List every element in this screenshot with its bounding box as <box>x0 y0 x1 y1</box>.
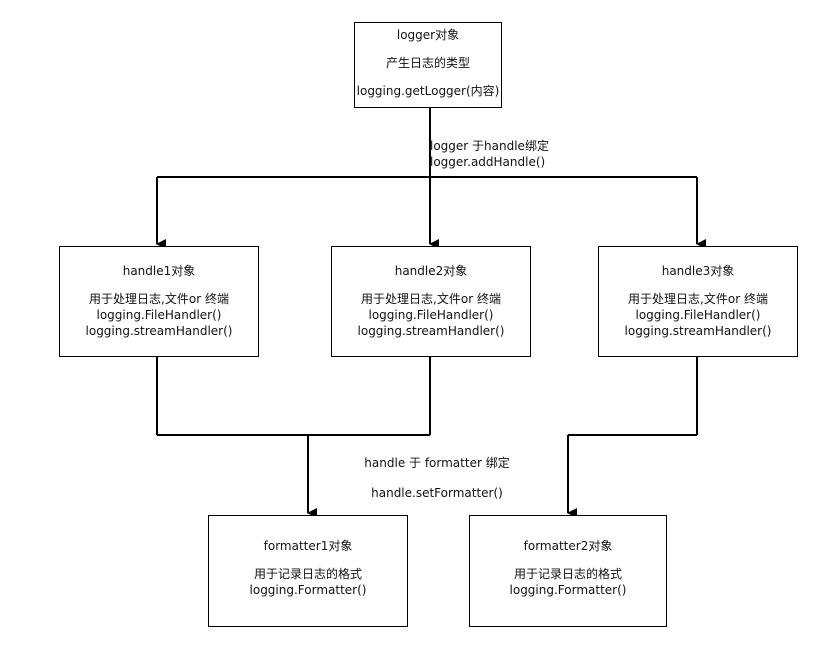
formatter1-title: formatter1对象 <box>263 539 353 553</box>
handle3-node: handle3对象 用于处理日志,文件or 终端 logging.FileHan… <box>598 246 798 357</box>
logger-description: 产生日志的类型 <box>385 56 470 70</box>
formatter2-title: formatter2对象 <box>523 539 613 553</box>
handle2-title: handle2对象 <box>394 264 468 278</box>
handle1-code-stream: logging.streamHandler() <box>85 324 233 338</box>
formatter1-node: formatter1对象 用于记录日志的格式 logging.Formatter… <box>208 515 408 627</box>
formatter-label-line1: handle 于 formatter 绑定 <box>364 456 510 470</box>
handle-formatter-bind-label: handle 于 formatter 绑定 handle.setFormatte… <box>352 455 522 501</box>
handle2-code-stream: logging.streamHandler() <box>357 324 505 338</box>
formatter2-code: logging.Formatter() <box>509 583 627 597</box>
formatter1-code: logging.Formatter() <box>249 583 367 597</box>
formatter2-description: 用于记录日志的格式 <box>513 567 622 581</box>
handle1-description: 用于处理日志,文件or 终端 <box>89 292 229 306</box>
handle2-description: 用于处理日志,文件or 终端 <box>361 292 501 306</box>
handle3-description: 用于处理日志,文件or 终端 <box>628 292 768 306</box>
handle2-node: handle2对象 用于处理日志,文件or 终端 logging.FileHan… <box>331 246 531 357</box>
bind-label-line2: logger.addHandle() <box>430 155 546 169</box>
handle2-code-file: logging.FileHandler() <box>368 308 494 322</box>
logger-handle-bind-label: logger 于handle绑定 logger.addHandle() <box>430 138 549 170</box>
handle1-node: handle1对象 用于处理日志,文件or 终端 logging.FileHan… <box>59 246 259 357</box>
logger-node: logger对象 产生日志的类型 logging.getLogger(内容) <box>354 22 502 108</box>
formatter2-node: formatter2对象 用于记录日志的格式 logging.Formatter… <box>469 515 667 627</box>
handle1-code-file: logging.FileHandler() <box>96 308 222 322</box>
formatter-label-line2: handle.setFormatter() <box>371 486 503 500</box>
handle1-title: handle1对象 <box>122 264 196 278</box>
handle3-code-stream: logging.streamHandler() <box>624 324 772 338</box>
formatter1-description: 用于记录日志的格式 <box>253 567 362 581</box>
logger-title: logger对象 <box>396 28 460 42</box>
handle3-code-file: logging.FileHandler() <box>635 308 761 322</box>
logger-code: logging.getLogger(内容) <box>356 84 500 98</box>
bind-label-line1: logger 于handle绑定 <box>430 139 549 153</box>
handle3-title: handle3对象 <box>661 264 735 278</box>
